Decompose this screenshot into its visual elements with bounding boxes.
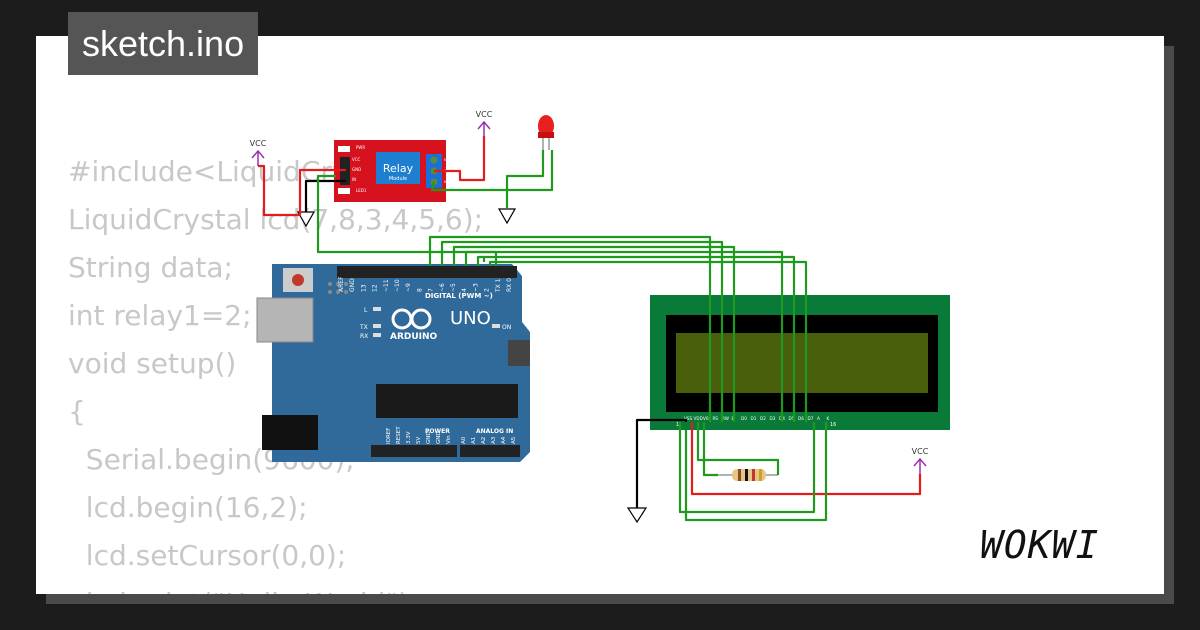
- uno-power-pin-label: GND: [436, 431, 442, 444]
- uno-top-pin-label: 4: [461, 288, 468, 292]
- lcd-pin-label: D7: [808, 416, 814, 421]
- uno-top-pin-label: 7: [428, 288, 435, 292]
- uno-top-pin-label: AREF: [338, 276, 345, 292]
- sketch-filename-tag: sketch.ino: [68, 12, 259, 75]
- preview-card: #include<LiquidCrystal.h> LiquidCrystal …: [36, 36, 1164, 594]
- lcd-pin-label: D3: [770, 416, 776, 421]
- lcd-pin-label: VDD: [694, 416, 703, 421]
- lcd-pin-label: A: [817, 416, 820, 421]
- relay-subtitle: Module: [389, 176, 407, 182]
- uno-analog-pin-label: A0: [461, 436, 467, 444]
- vcc-symbol-led: VCC: [476, 110, 493, 136]
- lcd-pin-label: RW: [722, 416, 729, 421]
- relay-block: [376, 152, 420, 184]
- led-label-l: L: [364, 307, 368, 314]
- resistor[interactable]: [718, 469, 778, 481]
- power-label: POWER: [425, 428, 450, 435]
- uno-power-pin-label: GND: [426, 431, 432, 444]
- led-label-tx: TX: [359, 324, 368, 331]
- wires: [258, 136, 922, 522]
- lcd-screen: [676, 333, 928, 393]
- uno-top-pin-label: ~11: [383, 279, 390, 292]
- uno-top-pin-label: 13: [360, 284, 367, 292]
- analog-label: ANALOG IN: [476, 428, 513, 435]
- lcd-pin-label: D0: [741, 416, 747, 421]
- vcc-symbol-relay: VCC: [250, 139, 267, 166]
- code-line: String data;: [68, 251, 233, 284]
- uno-top-pin-label: 8: [416, 288, 423, 292]
- code-line: void setup(): [68, 347, 237, 380]
- uno-analog-pin-label: A1: [471, 437, 477, 444]
- uno-power-pin-label: RESET: [396, 426, 402, 444]
- lcd-pin-label: V0: [703, 416, 709, 421]
- digital-label: DIGITAL (PWM ~): [425, 292, 493, 300]
- uno-top-pin-label: ~6: [439, 283, 446, 292]
- relay-title: Relay: [383, 162, 414, 175]
- relay-module[interactable]: Relay Module PWR VCC GND IN LED1 NC COM …: [334, 140, 452, 202]
- uno-top-pin-label: TX 1: [495, 278, 502, 293]
- atmega-chip: [376, 384, 518, 418]
- uno-power-pin-label: IOREF: [386, 428, 392, 444]
- uno-power-pin-label: 3.3V: [406, 431, 412, 444]
- board-model: UNO: [450, 308, 491, 329]
- gnd-symbol-lcd: [626, 507, 648, 524]
- uno-top-pin-label: GND: [349, 278, 356, 292]
- svg-text:VCC: VCC: [476, 110, 493, 119]
- board-brand: ARDUINO: [390, 332, 438, 342]
- wokwi-logo-text: WOKWI: [980, 524, 1099, 567]
- lcd-pin-label: VSS: [684, 416, 693, 421]
- uno-top-pin-label: 2: [484, 288, 491, 292]
- code-line: lcd.print("Hello World");: [68, 587, 419, 594]
- led-label-on: ON: [502, 324, 511, 331]
- uno-analog-pin-label: A2: [481, 437, 487, 444]
- gnd-symbol-led: [497, 208, 517, 225]
- led-label-rx: RX: [360, 333, 368, 340]
- code-background: #include<LiquidCrystal.h> LiquidCrystal …: [68, 148, 483, 594]
- vcc-symbol-lcd: VCC: [912, 447, 929, 474]
- code-line: lcd.begin(16,2);: [68, 491, 308, 524]
- lcd-pin-label: D1: [751, 416, 757, 421]
- uno-top-pin-labels: AREF GND 13 12 ~11 ~10 ~9 8 7 ~6 ~5 4 ~3 2 TX 1 RX 0: [338, 276, 513, 293]
- relay-pin-pwr: PWR: [356, 145, 365, 150]
- relay-terminal-nc: NC: [444, 158, 450, 162]
- wokwi-logo: WOKWI: [980, 524, 1099, 567]
- uno-power-pin-labels: IOREF RESET 3.3V 5V GND GND Vin: [386, 426, 452, 444]
- code-line: {: [68, 395, 86, 428]
- uno-top-pin-label: ~9: [405, 283, 412, 292]
- lcd-pin-label: D6: [798, 416, 804, 421]
- relay-pin-vcc: VCC: [352, 157, 361, 162]
- relay-terminal-no: NO: [444, 180, 450, 184]
- relay-pin-gnd: GND: [352, 167, 361, 172]
- lcd-pin-first: 1: [676, 422, 679, 428]
- lcd-pin-label: D2: [760, 416, 766, 421]
- uno-analog-pin-label: A4: [501, 436, 507, 444]
- uno-top-pin-label: ~10: [394, 279, 401, 292]
- code-line: LiquidCrystal lcd(7,8,3,4,5,6);: [68, 203, 484, 236]
- code-line: int relay1=2;: [68, 299, 252, 332]
- uno-top-pin-label: ~5: [450, 283, 457, 292]
- uno-analog-pin-labels: A0 A1 A2 A3 A4 A5: [461, 436, 517, 444]
- uno-analog-pin-label: A3: [491, 436, 497, 444]
- lcd-pin-label: RS: [713, 416, 719, 421]
- arduino-uno-board[interactable]: DIGITAL (PWM ~) UNO ARDUINO POWER ANALOG…: [256, 264, 530, 462]
- relay-pin-led1: LED1: [356, 188, 367, 193]
- code-line: lcd.setCursor(0,0);: [68, 539, 347, 572]
- uno-analog-pin-label: A5: [511, 436, 517, 444]
- svg-text:VCC: VCC: [912, 447, 929, 456]
- red-led[interactable]: [538, 115, 554, 150]
- uno-top-pin-label: ~3: [472, 283, 479, 292]
- relay-pin-in: IN: [352, 177, 356, 182]
- circuit-diagram: Relay Module PWR VCC GND IN LED1 NC COM …: [250, 110, 950, 524]
- lcd-pin-label: K: [827, 416, 830, 421]
- uno-power-pin-label: Vin: [446, 435, 452, 444]
- uno-top-pin-label: RX 0: [506, 278, 513, 292]
- uno-top-pin-label: 12: [372, 284, 379, 292]
- uno-power-pin-label: 5V: [416, 437, 422, 444]
- lcd-pin-last: 16: [830, 422, 836, 428]
- svg-text:VCC: VCC: [250, 139, 267, 148]
- lcd-pin-label: D5: [789, 416, 795, 421]
